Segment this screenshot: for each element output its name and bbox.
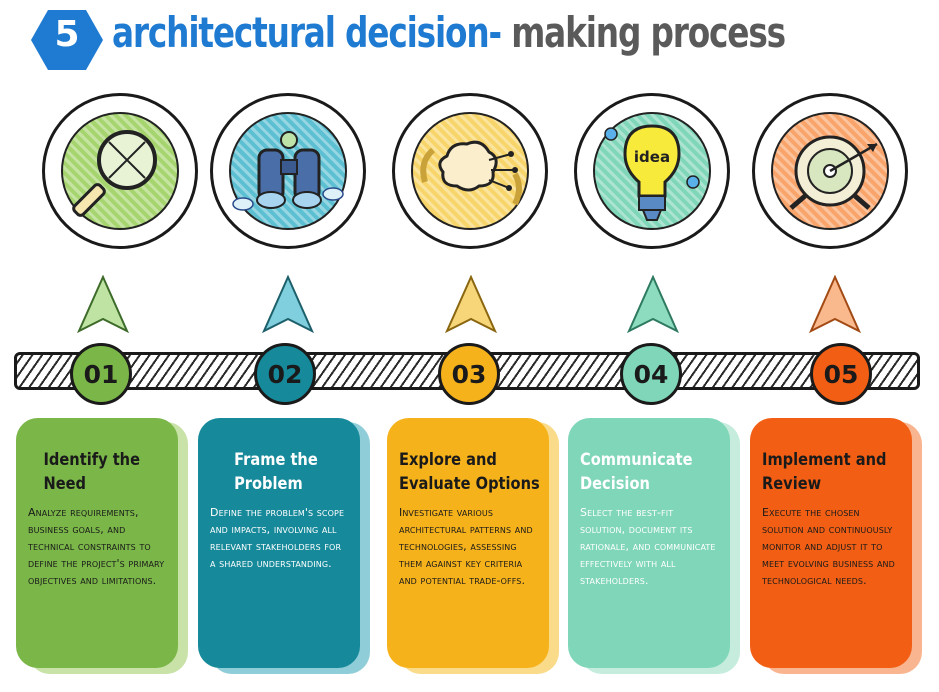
step-3-heading-line-1: Explore and (399, 450, 497, 470)
step-4-arrow-icon (626, 274, 680, 334)
step-3-number: 03 (438, 343, 500, 405)
step-2-number-text: 02 (267, 359, 303, 389)
step-5-heading-line-1: Implement and (762, 450, 887, 470)
step-5-number-text: 05 (823, 359, 859, 389)
step-5-arrow-icon (808, 274, 862, 334)
step-2-card: Frame the Problem Define the problem's s… (198, 418, 370, 676)
step-5-heading-line-2: Review (762, 474, 822, 494)
step-3-icon-circle (392, 93, 548, 249)
step-2-arrow-icon (261, 274, 315, 334)
step-5-icon-circle (752, 93, 908, 249)
hexagon-number-badge: 5 (30, 8, 104, 72)
step-1-card: Identify the Need Analyze requirements, … (16, 418, 188, 676)
idea-text: idea (634, 148, 670, 166)
step-4-heading: Communicate Decision (580, 448, 700, 496)
step-3-card: Explore and Evaluate Options Investigate… (387, 418, 559, 676)
step-2-description: Define the problem's scope and impacts, … (210, 506, 345, 570)
header: 5 architectural decision- making process (30, 6, 910, 70)
step-3-heading-line-2: Evaluate Options (399, 474, 540, 494)
step-4-icon-circle: idea (574, 93, 730, 249)
title-part-2: making process (500, 8, 786, 57)
step-4-card: Communicate Decision Select the best-fit… (568, 418, 740, 676)
step-3-arrow-icon (444, 274, 498, 334)
step-1-heading-line-2: Need (43, 474, 87, 494)
step-2-number: 02 (254, 343, 316, 405)
target-arrow-icon (789, 135, 878, 210)
step-1-number: 01 (70, 343, 132, 405)
page-title: architectural decision- making process (112, 8, 786, 57)
step-4-number-text: 04 (633, 359, 669, 389)
step-5-card: Implement and Review Execute the chosen … (750, 418, 922, 676)
step-5-number: 05 (810, 343, 872, 405)
step-1-heading: Identify the Need (28, 448, 148, 496)
title-number: 5 (54, 14, 80, 55)
magnifier-icon (72, 130, 157, 217)
lightbulb-idea-icon: idea (604, 124, 700, 221)
step-1-description: Analyze requirements, business goals, an… (28, 506, 165, 587)
step-3-number-text: 03 (451, 359, 487, 389)
step-2-heading-line-2: Problem (234, 474, 303, 494)
step-2-icon-circle (210, 93, 366, 249)
step-1-arrow-icon (76, 274, 130, 334)
brain-circuit-icon (420, 140, 522, 206)
step-4-heading-line-2: Decision (580, 474, 650, 494)
title-part-1: architectural decision- (112, 8, 502, 57)
step-5-heading: Implement and Review (762, 448, 887, 496)
binoculars-icon (232, 131, 344, 211)
step-1-icon-circle (42, 93, 198, 249)
step-2-heading: Frame the Problem (210, 448, 330, 496)
step-2-heading-line-1: Frame the (234, 450, 318, 470)
step-3-description: Investigate various architectural patter… (399, 506, 533, 587)
step-4-heading-line-1: Communicate (580, 450, 693, 470)
step-4-description: Select the best-fit solution, document i… (580, 506, 716, 587)
step-1-number-text: 01 (83, 359, 119, 389)
step-3-heading: Explore and Evaluate Options (399, 448, 540, 496)
step-1-heading-line-1: Identify the (43, 450, 141, 470)
step-4-number: 04 (620, 343, 682, 405)
step-5-description: Execute the chosen solution and continuo… (762, 506, 895, 587)
